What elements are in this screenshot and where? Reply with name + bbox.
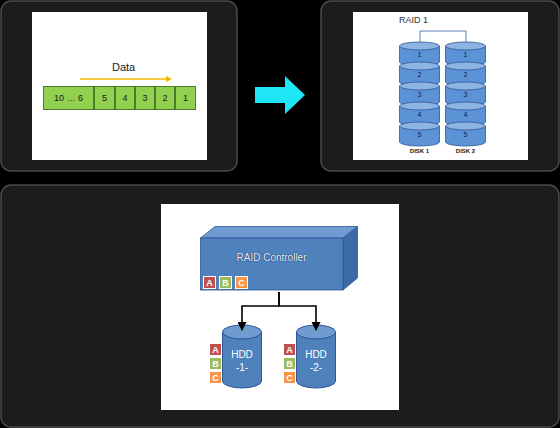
panel xyxy=(321,1,559,171)
data-block-cell: 2 xyxy=(155,86,175,110)
platter-top xyxy=(400,62,440,70)
platter-top xyxy=(446,82,486,90)
data-block-cell: 4 xyxy=(115,86,135,110)
node-text: B xyxy=(212,359,219,369)
data-block-cell: 1 xyxy=(175,86,196,110)
white-card xyxy=(353,12,528,160)
hard-disk-cylinder: HDD -2- xyxy=(296,325,336,388)
platter-top xyxy=(400,122,440,130)
node-text: 3 xyxy=(445,91,486,98)
node-text: HDD -1- xyxy=(227,348,257,374)
node-text: 1 xyxy=(399,51,440,58)
data-block-cell: 10 … 6 xyxy=(43,86,94,110)
cyan-arrow xyxy=(255,76,305,114)
caption-label: Data xyxy=(112,61,135,73)
data-block-cell: 3 xyxy=(135,86,155,110)
node-text: C xyxy=(238,278,245,288)
data-block-square: B xyxy=(219,276,232,289)
box-front xyxy=(201,238,344,290)
data-block-square: C xyxy=(283,371,296,384)
node-text: 2 xyxy=(399,71,440,78)
disk-stack: DISK 212345 xyxy=(445,42,486,160)
node-text: 1 xyxy=(445,51,486,58)
hard-disk-cylinder: HDD -1- xyxy=(222,325,262,388)
node-text: 1 xyxy=(183,93,188,103)
node-text: B xyxy=(286,359,293,369)
cylinder-body xyxy=(297,332,336,388)
node-text: 4 xyxy=(122,93,127,103)
platter-top xyxy=(400,42,440,50)
data-block-square: A xyxy=(203,276,216,289)
node-text: 4 xyxy=(445,111,486,118)
data-block-square: B xyxy=(283,357,296,370)
node-text: B xyxy=(222,278,229,288)
disk-label: DISK 1 xyxy=(389,148,450,154)
data-flow-arrow xyxy=(80,78,167,80)
node-text: A xyxy=(212,345,219,355)
cylinder-top xyxy=(223,325,262,339)
node-text: C xyxy=(286,373,293,383)
connector-arrow xyxy=(279,292,316,330)
box-top xyxy=(201,227,358,239)
panel xyxy=(1,1,237,171)
platter-top xyxy=(446,102,486,110)
disk-platter: 5 xyxy=(445,122,486,146)
raid-controller-box: RAID ControllerABC xyxy=(200,226,358,292)
node-text: 5 xyxy=(445,131,486,138)
data-block-square: A xyxy=(283,343,296,356)
node-text: A xyxy=(286,345,293,355)
white-card xyxy=(32,12,207,160)
cylinder-body xyxy=(223,332,262,388)
arrow-head xyxy=(166,76,172,82)
white-card xyxy=(161,204,399,410)
platter-top xyxy=(400,102,440,110)
node-text: 3 xyxy=(142,93,147,103)
platter-top xyxy=(446,42,486,50)
node-text: 4 xyxy=(399,111,440,118)
raid-bracket xyxy=(420,31,466,43)
data-block-square: C xyxy=(209,371,222,384)
data-block-cell: 5 xyxy=(94,86,115,110)
box-side xyxy=(343,227,358,291)
node-text: C xyxy=(212,373,219,383)
platter-top xyxy=(446,62,486,70)
node-text: HDD -2- xyxy=(301,348,331,374)
disk-platter: 5 xyxy=(399,122,440,146)
node-text: 2 xyxy=(162,93,167,103)
node-text: A xyxy=(206,278,213,288)
node-text: 2 xyxy=(445,71,486,78)
data-block-square: C xyxy=(235,276,248,289)
disk-stack: DISK 112345 xyxy=(399,42,440,160)
panel xyxy=(1,185,559,427)
node-text: 10 … 6 xyxy=(54,93,83,103)
node-text: RAID Controller xyxy=(200,252,343,263)
node-text: 5 xyxy=(102,93,107,103)
cylinder-top xyxy=(297,325,336,339)
data-block-square: A xyxy=(209,343,222,356)
connector-arrow xyxy=(242,292,279,330)
caption-label: RAID 1 xyxy=(399,15,428,25)
data-block-square: B xyxy=(209,357,222,370)
platter-top xyxy=(446,122,486,130)
node-text: 3 xyxy=(399,91,440,98)
platter-top xyxy=(400,82,440,90)
node-text: 5 xyxy=(399,131,440,138)
disk-label: DISK 2 xyxy=(435,148,496,154)
